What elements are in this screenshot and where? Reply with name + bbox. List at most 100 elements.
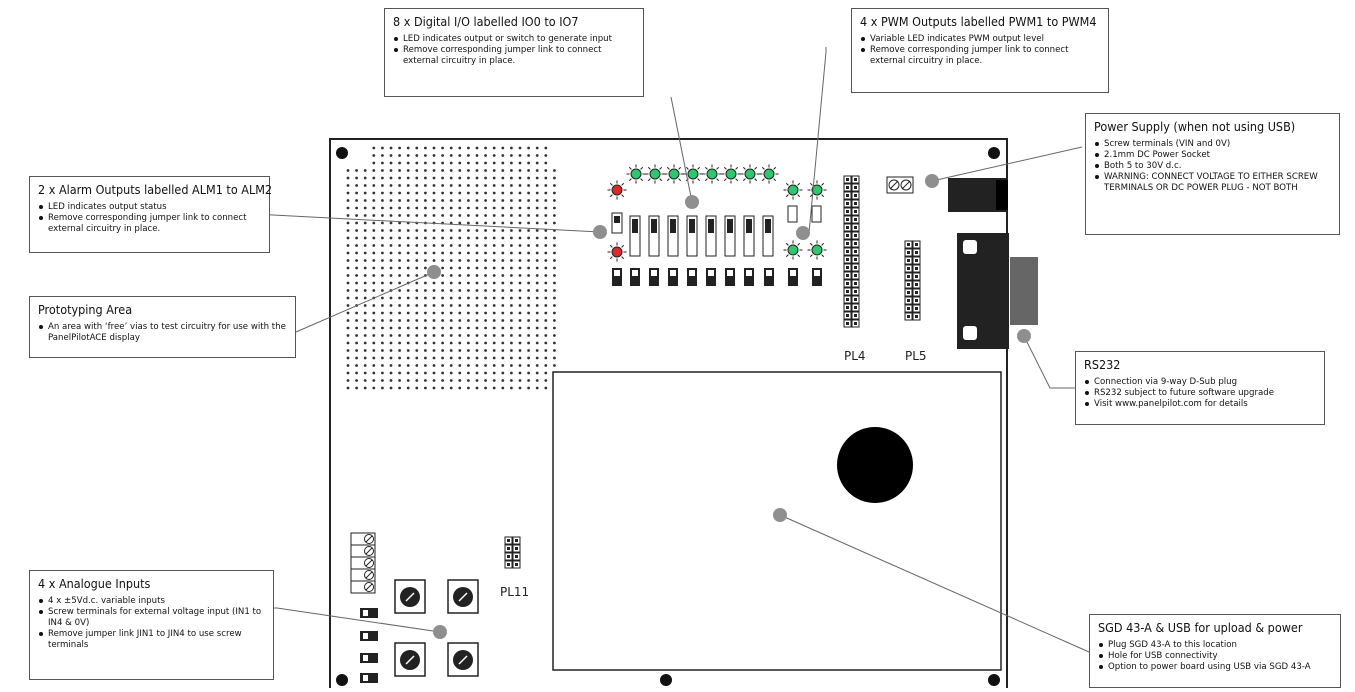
callout-bullet: Remove corresponding jumper link to conn… — [393, 45, 635, 67]
callout-bullet: Remove corresponding jumper link to conn… — [38, 213, 261, 235]
callout-bullet: LED indicates output status — [38, 202, 261, 213]
callout-bullet: 2.1mm DC Power Socket — [1094, 150, 1254, 161]
potentiometer — [394, 579, 426, 614]
callout-title: 8 x Digital I/O labelled IO0 to IO7 — [393, 14, 579, 29]
callout-title: Prototyping Area — [38, 302, 133, 317]
led-indicator — [664, 164, 684, 184]
status-leds — [607, 164, 827, 262]
led-indicator — [607, 242, 627, 262]
dc-power-socket — [948, 178, 1008, 212]
callout-leader-lines — [244, 47, 1090, 653]
callout-power-supply: Power Supply (when not using USB) Screw … — [1085, 113, 1340, 235]
prototyping-via-grid — [346, 146, 556, 390]
jumper-link — [360, 608, 378, 618]
led-indicator — [759, 164, 779, 184]
callout-bullet: RS232 subject to future software upgrade — [1084, 388, 1316, 399]
dip-switch — [811, 205, 822, 223]
jumper-link — [764, 268, 774, 286]
callout-title: 4 x PWM Outputs labelled PWM1 to PWM4 — [860, 14, 1097, 29]
marker-rs232 — [1017, 329, 1031, 343]
callout-sgd-usb: SGD 43-A & USB for upload & power Plug S… — [1089, 614, 1341, 688]
dip-switch — [686, 215, 698, 257]
potentiometer — [394, 642, 426, 677]
mounting-hole — [988, 147, 1000, 159]
dip-switch — [705, 215, 717, 257]
marker-power — [925, 174, 939, 188]
jumper-link — [360, 673, 378, 683]
callout-bullet: Both 5 to 30V d.c. — [1094, 161, 1254, 172]
callout-bullet: Remove jumper link JIN1 to JIN4 to use s… — [38, 629, 265, 651]
usb-access-hole — [837, 427, 913, 503]
dip-switch — [667, 215, 679, 257]
led-indicator — [807, 240, 827, 260]
jumper-link — [649, 268, 659, 286]
jumper-link — [612, 268, 622, 286]
callout-bullet: Option to power board using USB via SGD … — [1098, 662, 1332, 673]
rs232-dsub-connector — [957, 233, 1038, 349]
marker-digital-io — [685, 195, 699, 209]
callout-bullet: Hole for USB connectivity — [1098, 651, 1332, 662]
jumper-link — [812, 268, 822, 286]
mounting-hole — [988, 674, 1000, 686]
led-indicator — [645, 164, 665, 184]
callout-bullet: LED indicates output or switch to genera… — [393, 34, 635, 45]
mounting-hole — [660, 674, 672, 686]
dip-switch — [648, 215, 660, 257]
callout-bullet: An area with ‘free’ vias to test circuit… — [38, 322, 287, 344]
callout-bullet: Screw terminals (VIN and 0V) — [1094, 139, 1254, 150]
led-indicator — [626, 164, 646, 184]
callout-bullet: WARNING: CONNECT VOLTAGE TO EITHER SCREW… — [1094, 172, 1331, 194]
led-indicator — [607, 180, 627, 200]
callout-alarm: 2 x Alarm Outputs labelled ALM1 to ALM2 … — [29, 176, 273, 253]
led-indicator — [702, 164, 722, 184]
dip-switch — [787, 205, 798, 223]
dip-switch — [629, 215, 641, 257]
marker-analogue — [433, 625, 447, 639]
callout-title: Power Supply (when not using USB) — [1094, 119, 1296, 134]
callout-title: SGD 43-A & USB for upload & power — [1098, 620, 1303, 635]
jumper-link — [668, 268, 678, 286]
callout-bullet: Plug SGD 43-A to this location — [1098, 640, 1332, 651]
callout-pwm: 4 x PWM Outputs labelled PWM1 to PWM4 Va… — [851, 8, 1109, 93]
marker-sgd — [773, 508, 787, 522]
led-indicator — [721, 164, 741, 184]
callout-bullet: Remove corresponding jumper link to conn… — [860, 45, 1100, 67]
led-indicator — [740, 164, 760, 184]
callout-bullet: Variable LED indicates PWM output level — [860, 34, 1100, 45]
callout-rs232: RS232 Connection via 9-way D-Sub plug RS… — [1075, 351, 1325, 425]
callout-analogue: 4 x Analogue Inputs 4 x ±5Vd.c. variable… — [29, 570, 274, 680]
dip-switches — [611, 205, 822, 257]
dip-switch — [762, 215, 774, 257]
label-pl5: PL5 — [905, 349, 927, 363]
led-indicator — [683, 164, 703, 184]
led-indicator — [783, 180, 803, 200]
callout-bullet: Visit www.panelpilot.com for details — [1084, 399, 1316, 410]
jumper-link — [360, 631, 378, 641]
analogue-input-section — [350, 532, 479, 683]
label-pl4: PL4 — [844, 349, 866, 363]
callout-markers — [427, 174, 1031, 639]
callout-digital-io: 8 x Digital I/O labelled IO0 to IO7 LED … — [384, 8, 644, 97]
mounting-hole — [336, 147, 348, 159]
jumper-link — [360, 653, 378, 663]
mounting-hole — [336, 674, 348, 686]
callout-prototyping: Prototyping Area An area with ‘free’ via… — [29, 296, 296, 358]
callout-title: 2 x Alarm Outputs labelled ALM1 to ALM2 — [38, 182, 273, 197]
jumper-link — [630, 268, 640, 286]
label-pl11: PL11 — [500, 585, 529, 599]
callout-title: 4 x Analogue Inputs — [38, 576, 151, 591]
jumper-link — [744, 268, 754, 286]
callout-bullet: Connection via 9-way D-Sub plug — [1084, 377, 1316, 388]
led-indicator — [807, 180, 827, 200]
jumper-link — [687, 268, 697, 286]
marker-alarm — [593, 225, 607, 239]
dip-switch — [743, 215, 755, 257]
dip-switch — [724, 215, 736, 257]
jumper-link — [725, 268, 735, 286]
callout-bullet: 4 x ±5Vd.c. variable inputs — [38, 596, 265, 607]
power-screw-terminal — [886, 176, 914, 194]
jumper-link — [706, 268, 716, 286]
callout-title: RS232 — [1084, 357, 1121, 372]
